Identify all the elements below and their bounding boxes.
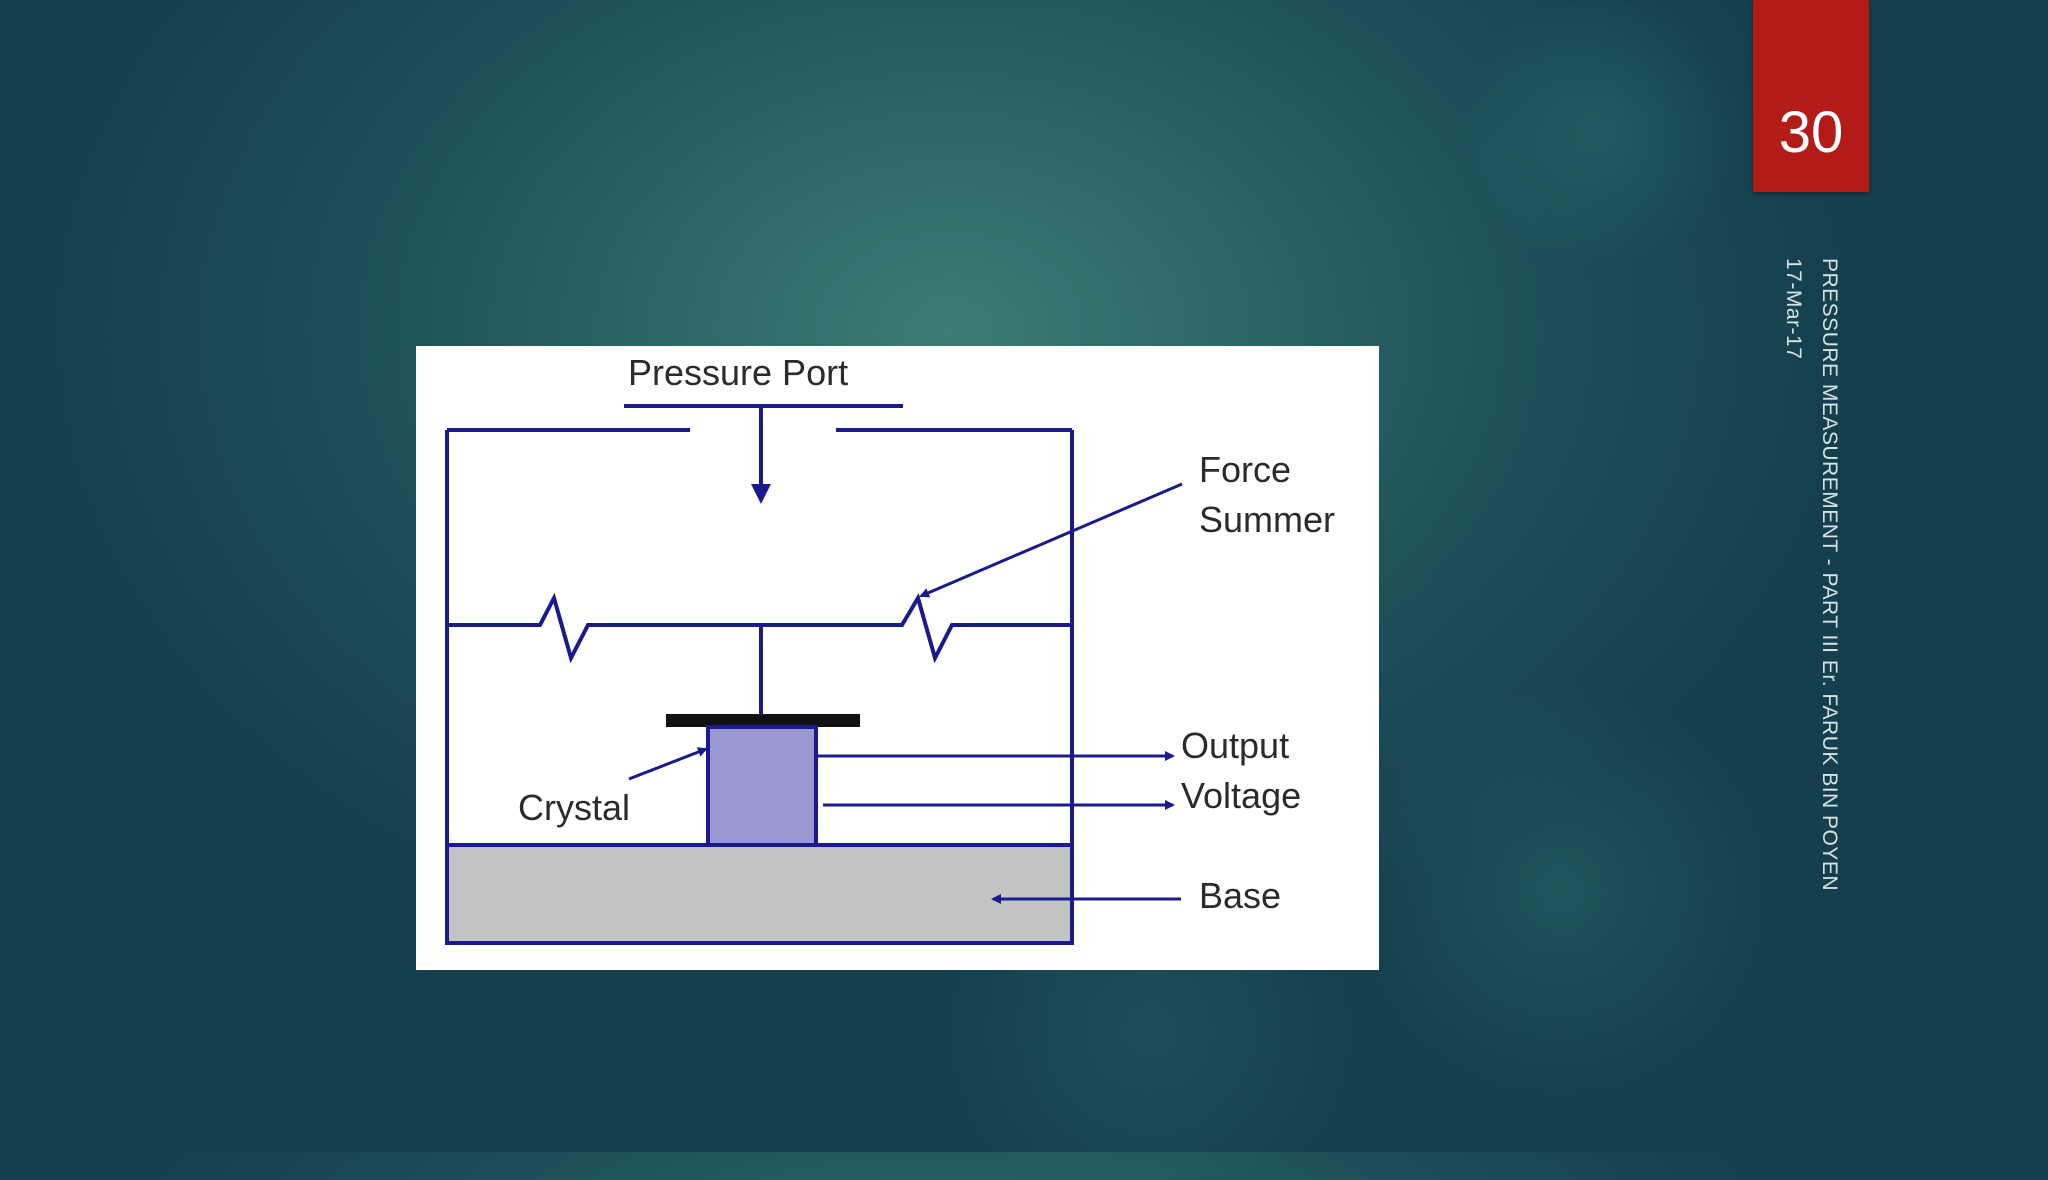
background-glow — [1450, 0, 1750, 260]
pressure-arrow — [751, 406, 771, 504]
slide-number-badge: 30 — [1753, 0, 1869, 192]
force-summer-diaphragm — [447, 592, 1072, 664]
crystal-element — [706, 725, 818, 847]
output-leads — [816, 751, 1175, 810]
label-summer: Summer — [1199, 499, 1335, 540]
leader-arrows — [628, 482, 1183, 904]
diagram-svg: Pressure Port Force Summer Output Voltag… — [445, 352, 1335, 945]
label-force: Force — [1199, 449, 1291, 490]
label-base: Base — [1199, 875, 1281, 916]
footer-date: 17-Mar-17 — [1782, 258, 1805, 360]
slide-number: 30 — [1778, 100, 1844, 165]
pressure-plate — [666, 714, 860, 727]
base-block — [445, 843, 1074, 945]
label-pressure-port: Pressure Port — [628, 352, 848, 393]
housing — [445, 428, 1074, 845]
footer-title: PRESSURE MEASUREMENT - PART III Er. FARU… — [1818, 258, 1841, 892]
background-glow — [1350, 680, 1770, 1100]
piezoelectric-transducer-diagram: Pressure Port Force Summer Output Voltag… — [416, 346, 1379, 970]
label-crystal: Crystal — [518, 787, 630, 828]
label-output: Output — [1181, 725, 1289, 766]
slide-footer: PRESSURE MEASUREMENT - PART III Er. FARU… — [1767, 258, 1847, 892]
label-voltage: Voltage — [1181, 775, 1301, 816]
